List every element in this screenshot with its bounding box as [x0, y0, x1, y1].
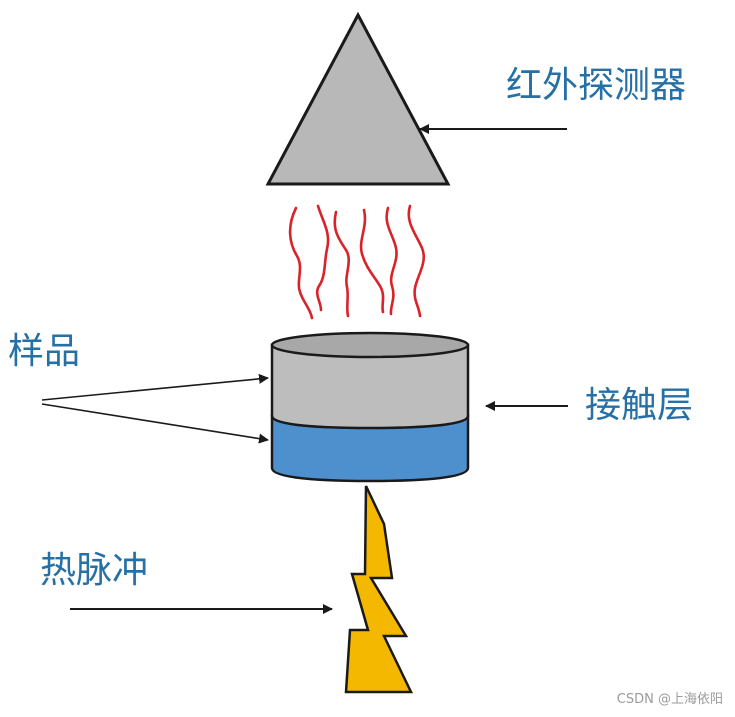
- sample-arrow-lower: [41, 403, 269, 444]
- heat-wave: [359, 208, 385, 314]
- sample-arrow-upper: [41, 373, 269, 401]
- sample-top-face: [270, 331, 470, 359]
- heat-wave: [315, 204, 330, 312]
- heat-pulse-bolt: [344, 485, 413, 694]
- sample-cylinder: [270, 331, 470, 483]
- contact-layer-label: 接触层: [585, 385, 694, 426]
- heat-wave: [288, 206, 314, 320]
- detector-triangle: [265, 11, 451, 186]
- heat-wave: [333, 210, 350, 318]
- contact-layer: [270, 414, 470, 483]
- heat-wave: [407, 204, 426, 318]
- heat-pulse-label: 热脉冲: [40, 550, 149, 591]
- infrared-detector-label: 红外探测器: [506, 65, 687, 106]
- heat-wave: [385, 206, 398, 316]
- heat-waves: [288, 204, 426, 320]
- sample-label: 样品: [8, 331, 81, 372]
- watermark-text: CSDN @上海依阳: [616, 692, 723, 707]
- layer-divider: [271, 415, 469, 430]
